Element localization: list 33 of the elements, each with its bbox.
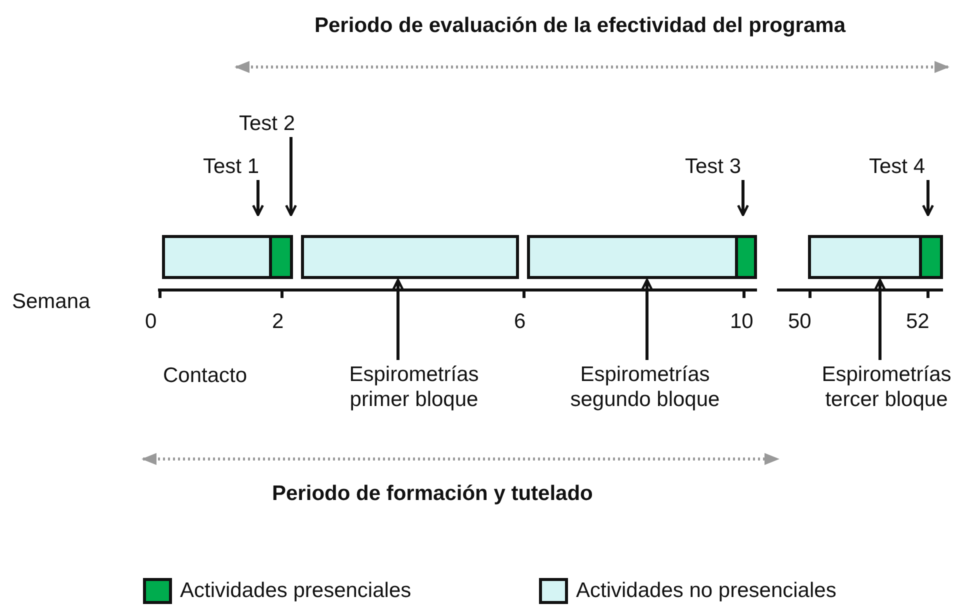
annotation-text: Test 2 [222,111,312,136]
period-label: Periodo de formación y tutelado [272,482,593,506]
tick-label: 10 [730,310,754,334]
timeline-block [301,235,519,279]
annotation-text: Test 1 [186,154,276,180]
arrow [641,278,653,360]
arrow [252,180,264,216]
arrow [392,278,404,360]
in-person-block [919,235,943,279]
legend-text: Actividades presenciales [180,579,412,603]
annotation-text: Espirometrías primer bloque [320,362,508,412]
annotation-text: Espirometrías tercer bloque [800,362,973,412]
arrow [737,180,749,216]
tick-label: 52 [906,310,930,334]
tick-label: 50 [788,310,812,334]
annotation-text: Contacto [163,364,248,388]
arrow [874,278,886,360]
tick-label: 0 [145,310,157,334]
timeline-block [808,235,943,279]
timeline-block [162,235,293,279]
annotation-text: Test 3 [668,154,758,180]
in-person-block [735,235,757,279]
arrow [285,137,297,216]
legend-text: Actividades no presenciales [576,579,836,603]
annotation-text: Test 4 [852,154,942,180]
annotation-text: Espirometrías segundo bloque [545,362,745,412]
arrow [922,180,934,216]
tick-label: 6 [514,310,526,334]
tick-label: 2 [272,310,284,334]
axis-label: Semana [12,290,90,314]
timeline-block [527,235,757,279]
in-person-block [269,235,293,279]
diagram-title: Periodo de evaluación de la efectividad del programa [314,14,847,38]
